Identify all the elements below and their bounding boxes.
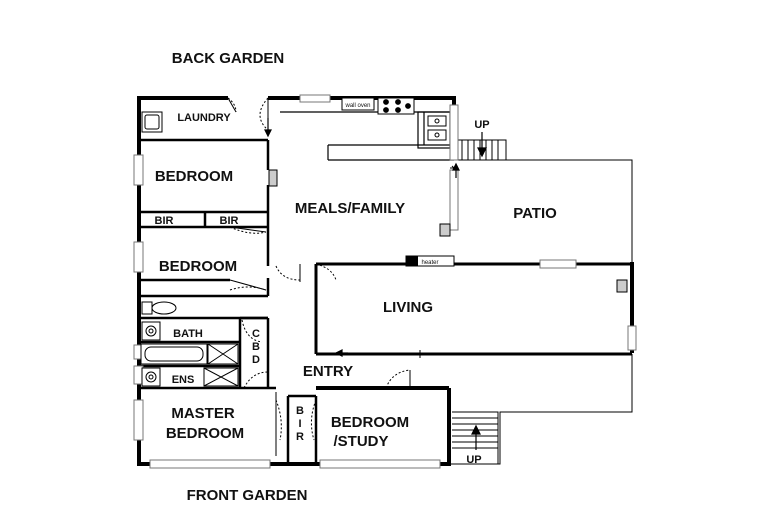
heater-unit — [268, 169, 628, 293]
bir-2-label: BIR — [220, 215, 239, 227]
bedroom-2-label: BEDROOM — [159, 258, 237, 275]
bedroom-1-label: BEDROOM — [155, 168, 233, 185]
basin-icon — [141, 321, 161, 341]
bir-3-b-label: B — [296, 405, 304, 417]
patio-label: PATIO — [513, 205, 557, 222]
laundry-label: LAUNDRY — [177, 112, 231, 124]
wall-oven-label: wall oven — [344, 103, 370, 109]
arrow-indicators — [264, 118, 460, 357]
bath-label: BATH — [173, 328, 203, 340]
up-top-label: UP — [474, 119, 489, 131]
bathtub-icon — [140, 343, 208, 365]
up-bottom-label: UP — [466, 454, 481, 466]
living-label: LIVING — [383, 299, 433, 316]
entry-label: ENTRY — [303, 363, 353, 380]
steps-bottom — [452, 411, 499, 464]
door-arc-icon — [227, 97, 411, 456]
heater-label: heater — [421, 260, 438, 266]
arrow-up-icon — [477, 132, 487, 158]
bir-3-i-label: I — [298, 418, 301, 430]
sink-icon — [141, 111, 163, 133]
meals-family-label: MEALS/FAMILY — [295, 200, 405, 217]
bedroom-study-label-1: BEDROOM — [331, 414, 409, 431]
back-garden-label: BACK GARDEN — [172, 50, 285, 67]
shower-icon — [207, 343, 239, 365]
front-garden-label: FRONT GARDEN — [187, 487, 308, 504]
master-bedroom-label-2: BEDROOM — [166, 425, 244, 442]
master-bedroom-label-1: MASTER — [171, 405, 235, 422]
bir-1-label: BIR — [155, 215, 174, 227]
patio-outline — [449, 159, 633, 465]
living-walls — [314, 262, 632, 356]
ens-label: ENS — [172, 374, 195, 386]
basin-icon — [141, 367, 161, 387]
interior-walls — [139, 138, 318, 464]
arrow-up-icon — [471, 424, 481, 450]
bedroom-study-label-2: /STUDY — [333, 433, 388, 450]
cbd-c-label: C — [252, 328, 260, 340]
wall-oven: wall oven — [341, 97, 375, 111]
cbd-b-label: B — [252, 341, 260, 353]
toilet-icon — [141, 301, 177, 315]
sink-icon — [427, 115, 447, 141]
heater: heater — [405, 255, 455, 267]
cbd-d-label: D — [252, 354, 260, 366]
stove-icon — [377, 97, 415, 115]
bir-3-r-label: R — [296, 431, 304, 443]
shower-icon — [203, 367, 239, 387]
